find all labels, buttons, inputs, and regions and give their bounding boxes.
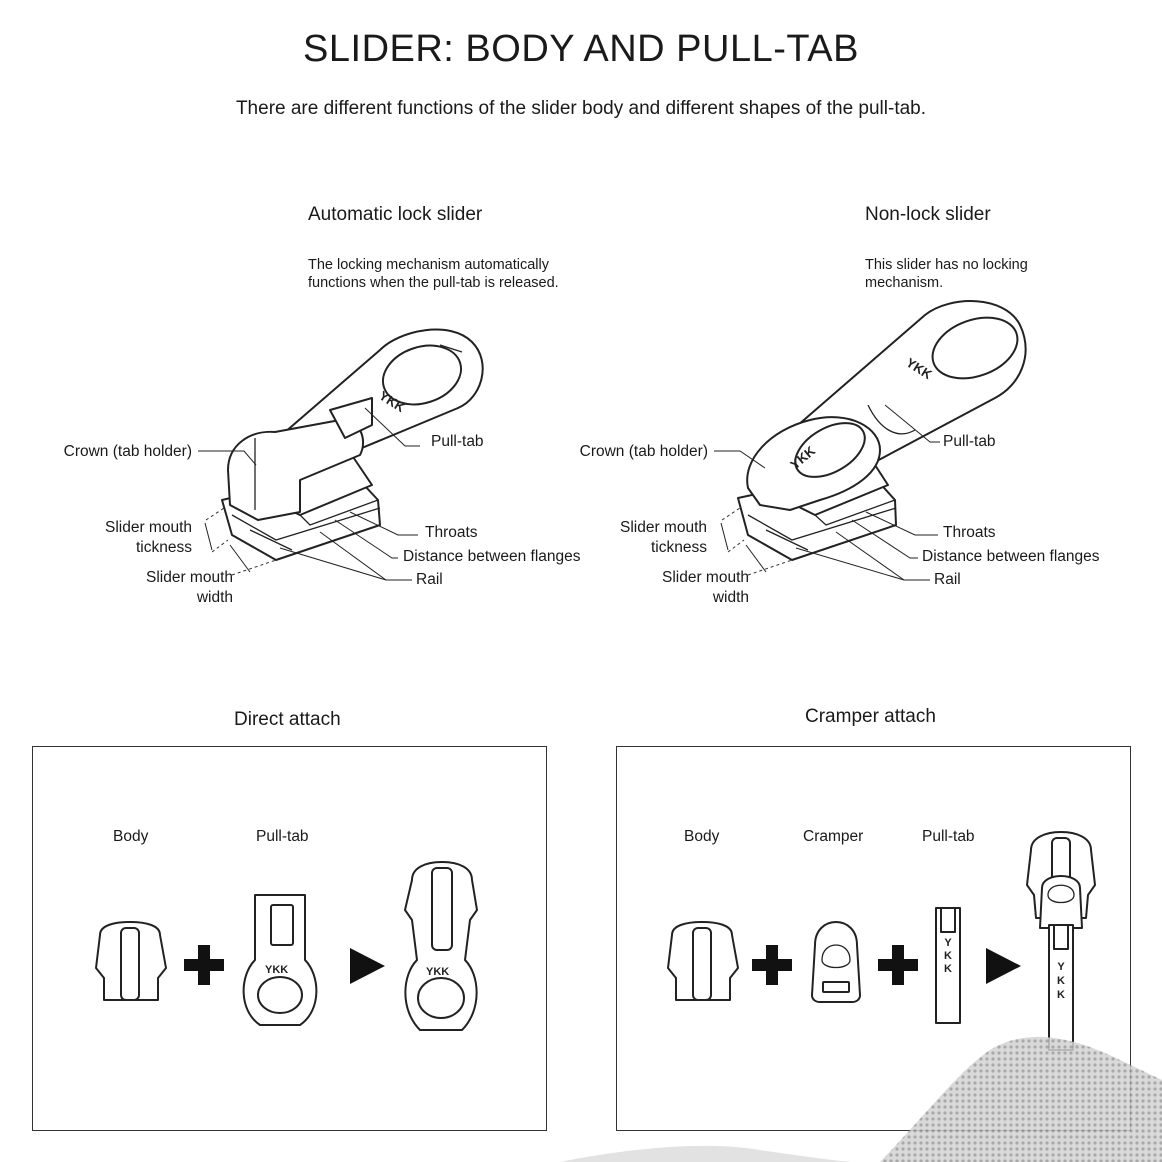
auto-label-throats: Throats — [425, 524, 478, 541]
cramper-tab-brand-1: Y — [944, 937, 952, 949]
auto-label-pull-tab: Pull-tab — [431, 433, 484, 450]
auto-slider-desc-1: The locking mechanism automatically — [308, 257, 549, 273]
nonlock-label-mouth-thickness-1: Slider mouth — [619, 519, 707, 536]
direct-arrow-icon — [350, 948, 385, 984]
cramper-plus-icon-2 — [878, 945, 918, 985]
cramper-assembled-brand-3: K — [1057, 989, 1065, 1001]
nonlock-label-rail: Rail — [934, 571, 961, 588]
direct-attach-heading: Direct attach — [234, 709, 341, 730]
direct-attach-panel — [32, 746, 547, 1131]
page-title: SLIDER: BODY AND PULL-TAB — [303, 28, 859, 70]
cramper-label-pull-tab: Pull-tab — [922, 828, 975, 845]
direct-label-body: Body — [113, 828, 149, 845]
nonlock-label-mouth-thickness-2: tickness — [651, 539, 707, 556]
nonlock-slider-heading: Non-lock slider — [865, 204, 991, 225]
auto-label-mouth-width-2: width — [196, 589, 233, 606]
auto-label-flanges: Distance between flanges — [403, 548, 581, 565]
nonlock-label-pull-tab: Pull-tab — [943, 433, 996, 450]
cramper-tab-brand-2: K — [944, 950, 952, 962]
direct-assembled-brand: YKK — [426, 966, 449, 978]
cramper-assembled-brand-1: Y — [1057, 961, 1065, 973]
direct-plus-icon — [184, 945, 224, 985]
auto-label-mouth-thickness-2: tickness — [136, 539, 192, 556]
cramper-assembled-brand-2: K — [1057, 975, 1065, 987]
page-subtitle: There are different functions of the sli… — [235, 98, 927, 119]
auto-label-crown: Crown (tab holder) — [63, 443, 192, 460]
nonlock-slider-desc-2: mechanism. — [865, 275, 944, 291]
nonlock-label-throats: Throats — [943, 524, 996, 541]
auto-label-mouth-width-1: Slider mouth — [145, 569, 233, 586]
auto-slider-heading: Automatic lock slider — [308, 204, 483, 225]
cramper-attach-heading: Cramper attach — [805, 706, 936, 727]
cramper-label-cramper: Cramper — [803, 828, 864, 845]
cramper-tab-brand-3: K — [944, 963, 952, 975]
direct-label-pull-tab: Pull-tab — [256, 828, 309, 845]
cramper-label-body: Body — [684, 828, 720, 845]
nonlock-label-mouth-width-1: Slider mouth — [661, 569, 749, 586]
direct-pull-tab-brand: YKK — [265, 964, 288, 976]
nonlock-label-crown: Crown (tab holder) — [579, 443, 708, 460]
nonlock-label-mouth-width-2: width — [712, 589, 749, 606]
nonlock-label-flanges: Distance between flanges — [922, 548, 1100, 565]
auto-label-rail: Rail — [416, 571, 443, 588]
auto-slider-desc-2: functions when the pull-tab is released. — [308, 275, 559, 291]
cramper-plus-icon-1 — [752, 945, 792, 985]
auto-label-mouth-thickness-1: Slider mouth — [104, 519, 192, 536]
cramper-attach-panel — [616, 746, 1131, 1131]
nonlock-slider-desc-1: This slider has no locking — [865, 257, 1028, 273]
cramper-arrow-icon — [986, 948, 1021, 984]
